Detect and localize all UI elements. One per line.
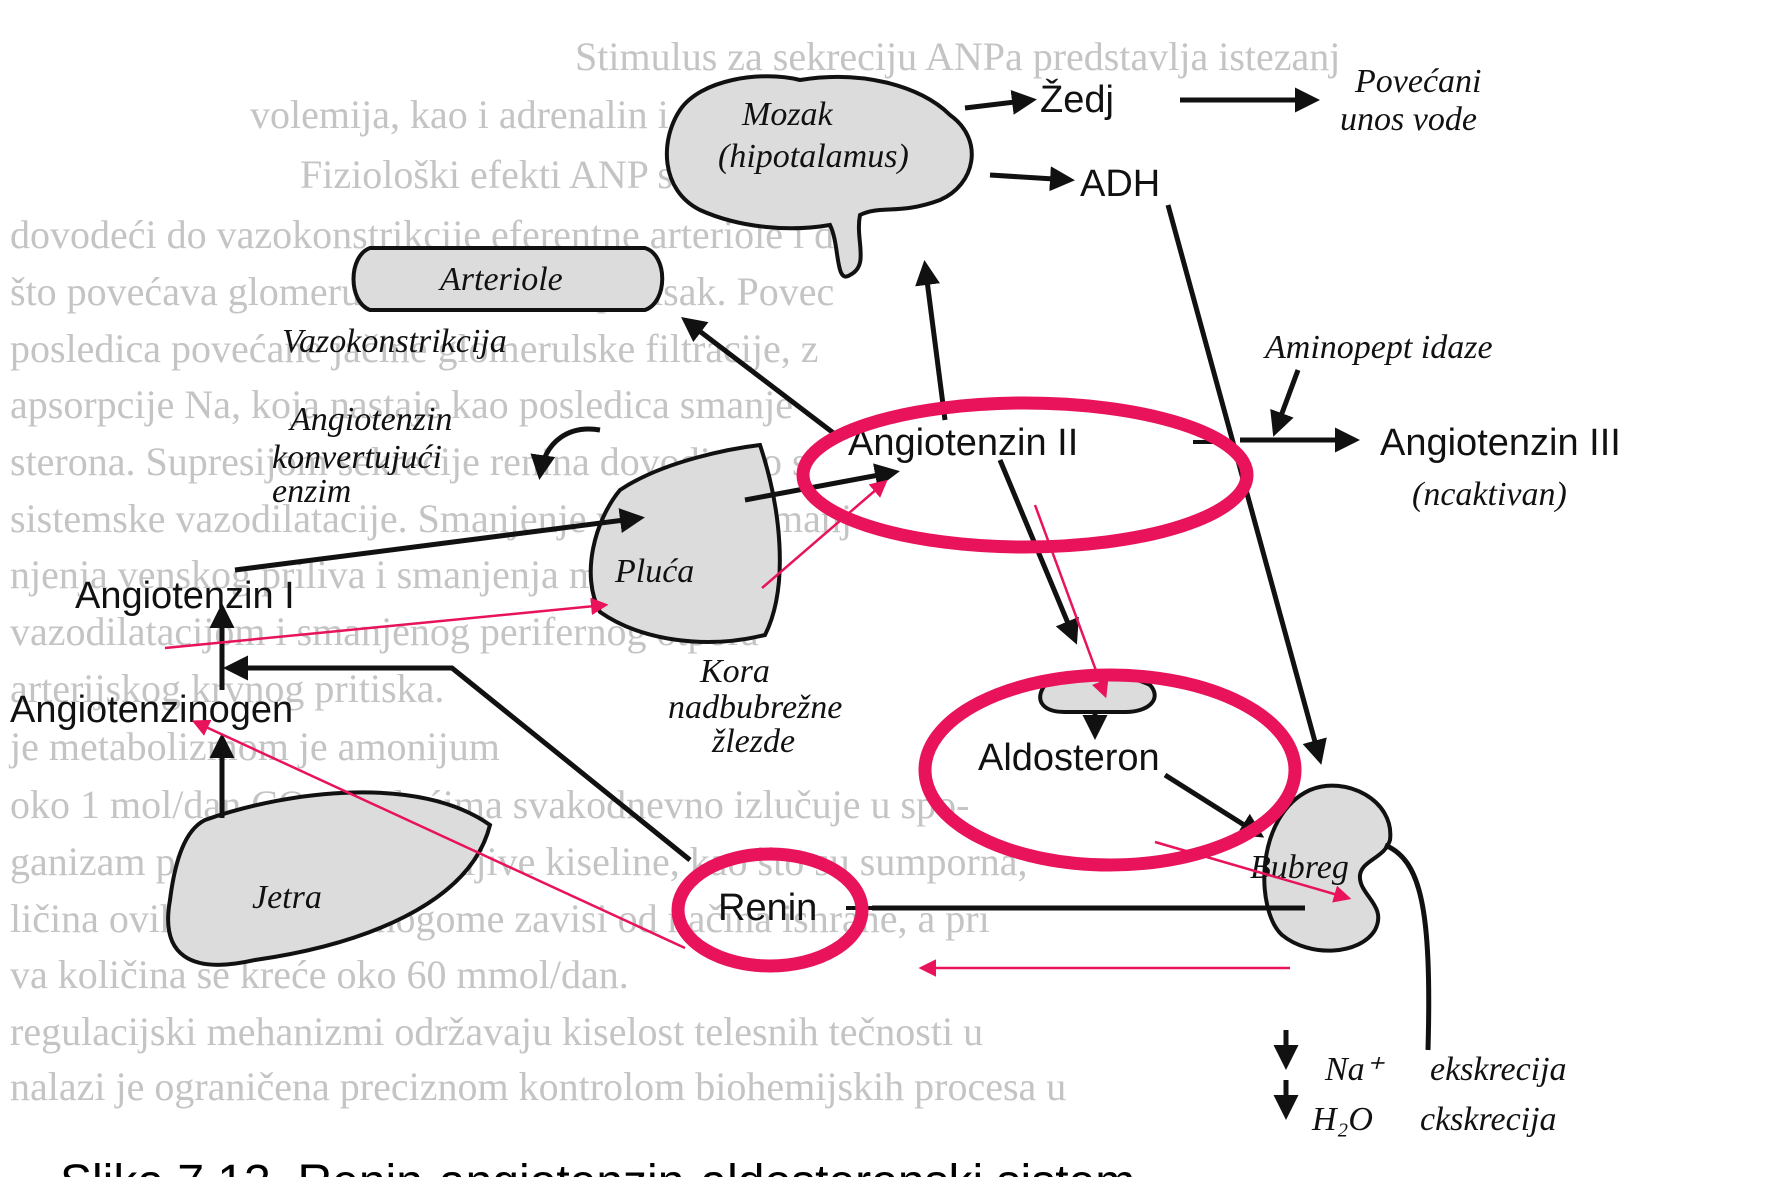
water-label-1: Povećani [1354,63,1482,100]
adrenal-label-2: nadbubrežne [668,689,842,726]
arrow-aldosterone-kidney [1165,775,1260,835]
bg-line: nalazi je ograničena preciznom kontrolom… [10,1064,1066,1109]
adh-label: ADH [1080,163,1160,205]
angiotensin-iii-label: Angiotenzin III [1380,422,1621,464]
brain-sublabel: (hipotalamus) [718,138,909,175]
arrow-brain-thirst [965,100,1032,108]
ureter-line [1385,845,1429,1050]
brain-label: Mozak [741,96,834,133]
thirst-label: Žedj [1040,78,1114,121]
angiotensin-i-label: Angiotenzin I [75,575,295,617]
adrenal-label-3: žlezde [711,723,795,760]
pink-arrow-ang2-adrenal [1035,505,1105,695]
arrow-brain-adh [990,175,1070,180]
angiotensinogen-label: Angiotenzinogen [10,689,293,731]
na-label: Na⁺ [1324,1051,1386,1088]
bg-line: regulacijski mehanizmi održavaju kiselos… [10,1009,983,1054]
angiotensin-ii-label: Angiotenzin II [848,422,1078,464]
arrow-aminopeptidase [1275,370,1298,432]
bg-line: oko 1 mol/dan CO₂ se plućima svakodnevno… [10,782,969,827]
ace-label-2: konvertujući [272,439,442,476]
na-excretion-label: ekskrecija [1430,1051,1567,1088]
liver-label: Jetra [252,879,322,916]
bg-line: va količina se kreće oko 60 mmol/dan. [10,952,629,997]
renin-label: Renin [718,887,817,929]
water-label-2: unos vode [1340,101,1477,138]
aminopeptidase-label: Aminopept idaze [1263,329,1493,366]
figure-caption: Slika 7.13. Renin-angiotenzin-aldosteron… [60,1156,1135,1177]
vasoconstriction-label: Vazokonstrikcija [282,323,507,360]
h2o-excretion-label: ckskrecija [1420,1101,1557,1138]
arrow-ang2-brain [925,265,945,420]
arteriole-label: Arteriole [438,261,563,298]
inactive-label: (ncaktivan) [1412,476,1567,513]
bg-line: Stimulus za sekreciju ANPa predstavlja i… [575,34,1340,79]
lung-label: Pluća [614,553,694,590]
ace-label-1: Angiotenzin [288,401,452,438]
h2o-label: H₂O [1311,1101,1373,1138]
bg-line: ganizam produkuje i neisparljive kiselin… [10,839,1028,884]
aldosterone-label: Aldosteron [978,737,1160,779]
ace-label-3: enzim [272,473,351,510]
kidney-label: Bubreg [1250,849,1349,886]
adrenal-label-1: Kora [699,653,770,690]
bg-line: ličina ovih kiselina umnogome zavisi od … [10,896,990,941]
